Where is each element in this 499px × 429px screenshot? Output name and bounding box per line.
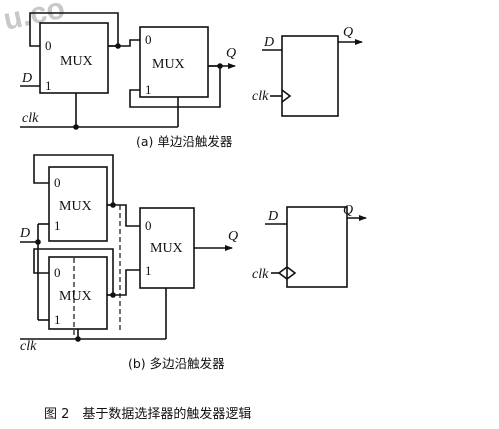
mux-b3-input1-label: 1 [145,263,152,278]
multi-edge-symbol [265,206,367,288]
caption-a: (a) 单边沿触发器 [136,134,233,149]
q-label-a: Q [226,46,236,61]
figure-caption: 图 2 基于数据选择器的触发器逻辑 [44,406,251,422]
junction-dot [73,124,79,130]
symbol-clk-label-a: clk [252,89,269,104]
mux-b1 [48,166,108,242]
mux-b2-label: MUX [59,289,92,304]
mux-b1-label: MUX [59,199,92,214]
mux-a2-input0-label: 0 [145,32,152,47]
clk-label-b: clk [20,339,37,354]
symbol-clk-label-b: clk [252,267,269,282]
mux-a1-input1-label: 1 [45,78,52,93]
symbol-q-label-a: Q [343,25,353,40]
mux-a1-label: MUX [60,54,93,69]
junction-dot [110,202,116,208]
mux-b3-label: MUX [150,241,183,256]
mux-b3-input0-label: 0 [145,218,152,233]
junction-dot [110,292,116,298]
mux-b2-input0-label: 0 [54,265,61,280]
watermark-text: u.co [1,0,68,37]
feedback-wire-a2 [129,65,221,108]
flip-flop-box-b [286,206,348,288]
junction-dot [115,43,121,49]
junction-dot [35,239,41,245]
mux-a2 [139,26,209,98]
q-label-b: Q [228,229,238,244]
mux-a1 [39,22,109,94]
feedback-wire-b1 [33,154,114,206]
junction-dot [75,336,81,342]
flip-flop-box-a [281,35,339,117]
single-edge-symbol [262,35,363,117]
mux-b1-to-b3 [107,204,140,227]
symbol-d-label-a: D [263,35,274,50]
symbol-q-label-b: Q [343,203,353,218]
clk-label-a: clk [22,111,39,126]
mux-a2-input1-label: 1 [145,82,152,97]
inter-mux-wire-a [108,39,140,47]
caption-b: (b) 多边沿触发器 [128,356,225,371]
mux-a2-label: MUX [152,57,185,72]
multi-edge-circuit [20,154,233,342]
symbol-d-label-b: D [267,209,278,224]
single-edge-circuit [20,12,236,130]
clock-edge-triangle-a [281,89,292,103]
mux-b2-to-b3 [107,269,140,296]
d-label-b: D [19,226,30,241]
mux-b1-input1-label: 1 [54,218,61,233]
mux-b1-input0-label: 0 [54,175,61,190]
d-label-a: D [21,71,32,86]
mux-b2-input1-label: 1 [54,312,61,327]
mux-a1-input0-label: 0 [45,38,52,53]
clock-edge-diamond-b [277,266,297,280]
